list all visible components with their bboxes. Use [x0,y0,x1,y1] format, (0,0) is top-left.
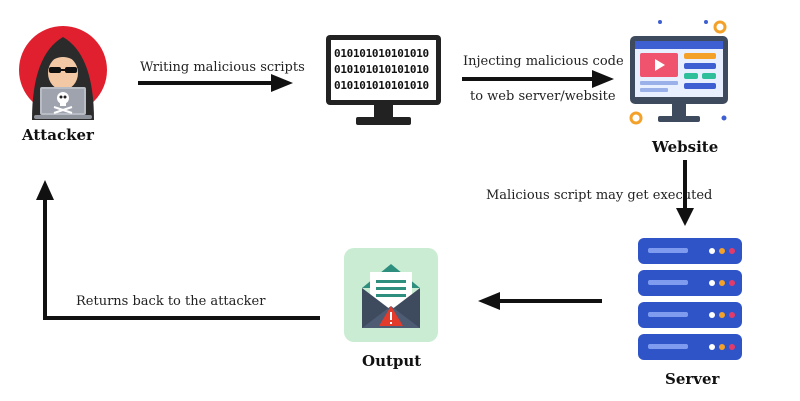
arrow-code-to-website [462,70,614,88]
envelope-warning-icon [344,248,438,342]
attacker-node [18,25,108,120]
website-icon [629,20,728,125]
attacker-label: Attacker [22,126,94,144]
injecting-label-1: Injecting malicious code [463,54,624,69]
arrow-attacker-to-code [138,74,293,92]
injecting-label-2: to web server/website [470,89,616,104]
returns-label: Returns back to the attacker [76,294,266,309]
writing-label: Writing malicious scripts [140,60,305,75]
code-line: 010101010101010 [334,47,429,60]
arrow-output-to-attacker [36,180,320,320]
binary-code: 010101010101010 010101010101010 01010101… [334,46,434,94]
monitor-icon [326,35,441,125]
server-label: Server [665,370,720,388]
server-icon [638,238,742,360]
output-node [344,248,438,342]
server-node [634,238,744,362]
output-label: Output [362,352,422,370]
code-monitor: 010101010101010 010101010101010 01010101… [326,35,441,127]
arrow-website-to-server [676,160,694,226]
website-label: Website [652,138,719,156]
website-node [624,18,734,133]
arrow-server-to-output [478,292,602,310]
code-line: 010101010101010 [334,63,429,76]
executed-label: Malicious script may get executed [486,188,713,203]
code-line: 010101010101010 [334,79,429,92]
hacker-icon [19,26,107,120]
